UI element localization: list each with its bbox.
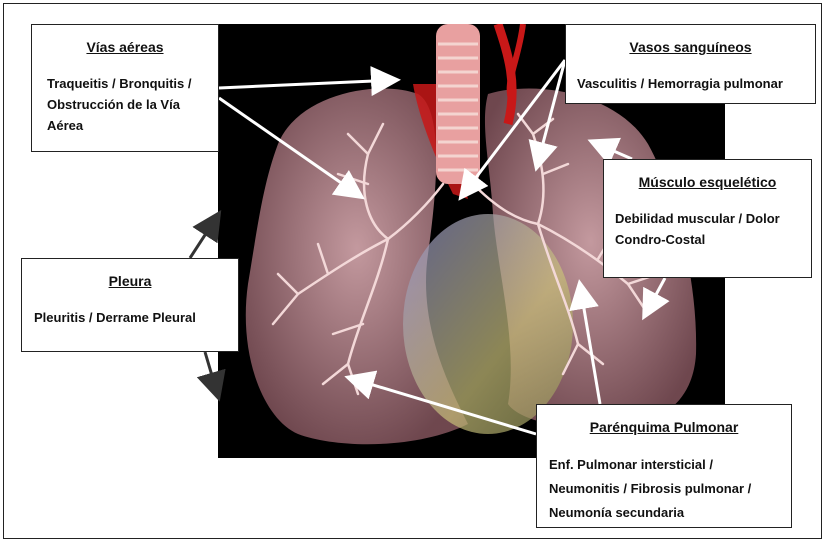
callout-vessels-text: Vasculitis / Hemorragia pulmonar: [577, 73, 815, 94]
callout-parenchyma: Parénquima Pulmonar Enf. Pulmonar inters…: [536, 404, 792, 528]
callout-vessels: Vasos sanguíneos Vasculitis / Hemorragia…: [565, 24, 816, 104]
callout-muscle-text: Debilidad muscular / Dolor Condro-Costal: [615, 208, 811, 250]
callout-muscle-title: Músculo esquelético: [604, 174, 811, 190]
callout-vessels-title: Vasos sanguíneos: [566, 39, 815, 55]
callout-parenchyma-text: Enf. Pulmonar intersticial / Neumonitis …: [549, 453, 785, 525]
trachea-shape: [436, 24, 480, 184]
heart-shape: [403, 214, 573, 434]
callout-airways-title: Vías aéreas: [32, 39, 218, 55]
callout-pleura-title: Pleura: [22, 273, 238, 289]
callout-pleura-text: Pleuritis / Derrame Pleural: [34, 307, 238, 328]
callout-parenchyma-title: Parénquima Pulmonar: [537, 419, 791, 435]
callout-airways-text: Traqueitis / Bronquitis / Obstrucción de…: [47, 73, 212, 136]
callout-airways: Vías aéreas Traqueitis / Bronquitis / Ob…: [31, 24, 219, 152]
callout-muscle: Músculo esquelético Debilidad muscular /…: [603, 159, 812, 278]
callout-pleura: Pleura Pleuritis / Derrame Pleural: [21, 258, 239, 352]
